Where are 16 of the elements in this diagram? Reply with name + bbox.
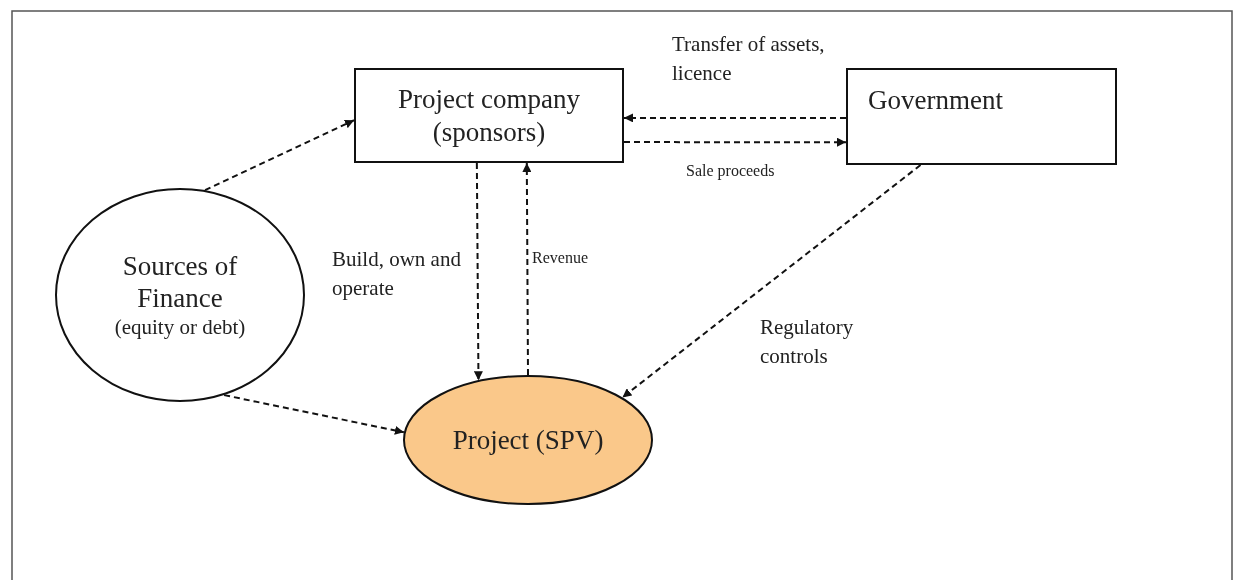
arrow bbox=[621, 164, 922, 399]
ellipse-node bbox=[55, 188, 305, 402]
node-title: Project (SPV) bbox=[452, 423, 604, 457]
process-box bbox=[354, 68, 624, 163]
node-title: Project company (sponsors) bbox=[396, 83, 582, 148]
arrow bbox=[204, 119, 355, 192]
node-subtitle: (equity or debt) bbox=[114, 314, 246, 340]
node-title: Government bbox=[868, 84, 1003, 117]
ellipse-node bbox=[403, 375, 653, 505]
arrow bbox=[473, 162, 483, 382]
arrow bbox=[623, 137, 847, 147]
arrow bbox=[522, 162, 532, 376]
arrow bbox=[223, 394, 405, 435]
node-title: Sources of Finance bbox=[121, 250, 239, 315]
process-box bbox=[846, 68, 1117, 165]
arrow bbox=[623, 113, 847, 123]
